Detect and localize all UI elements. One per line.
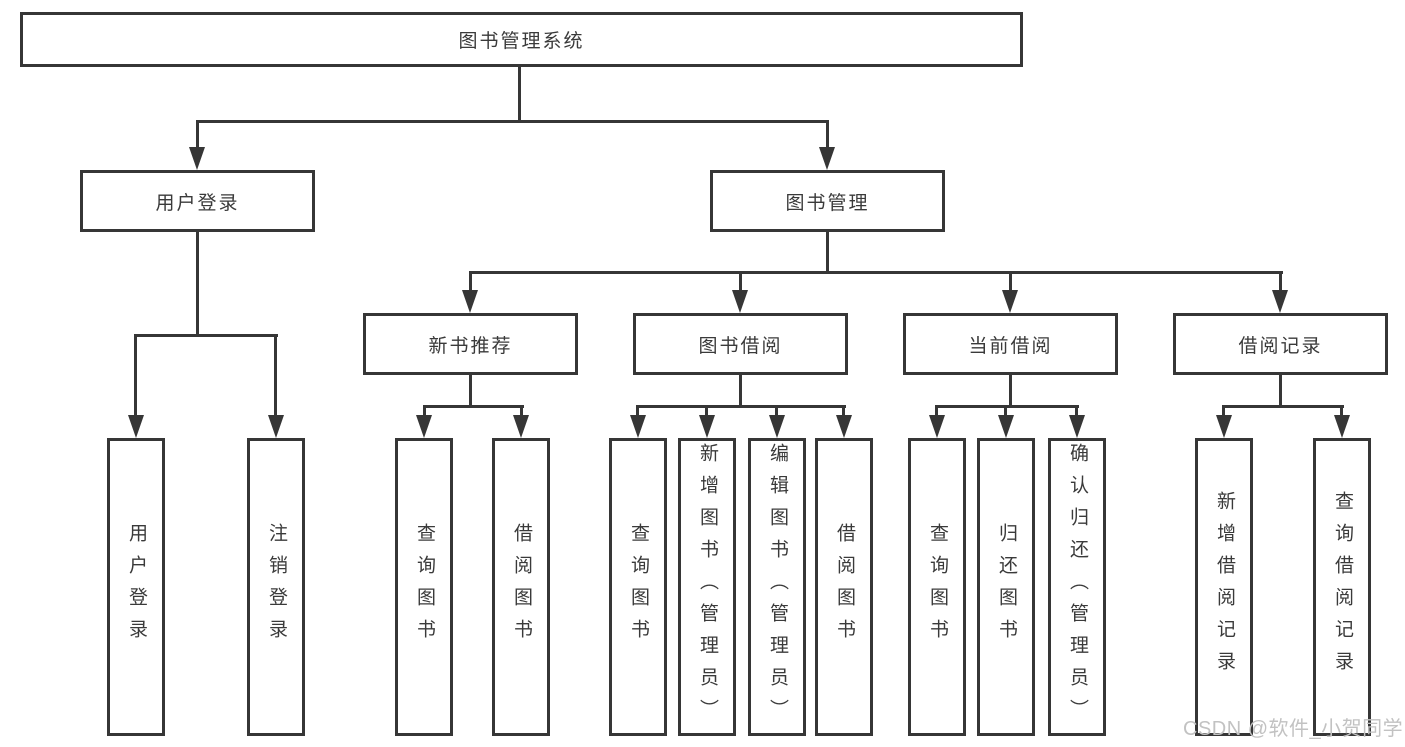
arrow-down-icon [699, 415, 715, 438]
connector-drop [935, 405, 938, 419]
connector-user-login-stem [196, 231, 199, 337]
leaf-query-books-borrow: 查询图书 [609, 438, 667, 736]
arrow-down-icon [732, 290, 748, 313]
connector-drop [423, 405, 426, 419]
arrow-down-icon [1272, 290, 1288, 313]
connector-drop-leaf-user-login [134, 334, 137, 416]
arrow-down-icon [819, 147, 835, 170]
node-borrow-records: 借阅记录 [1173, 313, 1388, 375]
connector-drop [1004, 405, 1007, 419]
leaf-query-borrow-record: 查询借阅记录 [1313, 438, 1371, 736]
connector-book-borrow-stem [739, 374, 742, 408]
arrow-down-icon [1069, 415, 1085, 438]
connector-drop-user-login [196, 120, 199, 150]
arrow-down-icon [189, 147, 205, 170]
arrow-down-icon [268, 415, 284, 438]
arrow-down-icon [416, 415, 432, 438]
arrow-down-icon [513, 415, 529, 438]
arrow-down-icon [929, 415, 945, 438]
leaf-borrow-books: 借阅图书 [815, 438, 873, 736]
leaf-edit-books-admin: 编辑图书（管理员） [748, 438, 806, 736]
arrow-down-icon [998, 415, 1014, 438]
connector-borrow-records-rail [1222, 405, 1344, 408]
connector-drop-new-book-recommend [469, 271, 472, 293]
leaf-return-books: 归还图书 [977, 438, 1035, 736]
node-current-borrow: 当前借阅 [903, 313, 1118, 375]
connector-user-login-rail [134, 334, 278, 337]
connector-drop [705, 405, 708, 419]
connector-drop [636, 405, 639, 419]
connector-new-book-stem [469, 374, 472, 408]
connector-current-borrow-stem [1009, 374, 1012, 408]
connector-new-book-rail [423, 405, 524, 408]
connector-drop-borrow-records [1279, 271, 1282, 293]
arrow-down-icon [1002, 290, 1018, 313]
connector-drop [1075, 405, 1078, 419]
connector-drop-leaf-logout [274, 334, 277, 416]
connector-drop [775, 405, 778, 419]
connector-drop [842, 405, 845, 419]
connector-drop-book-management [826, 120, 829, 150]
arrow-down-icon [630, 415, 646, 438]
arrow-down-icon [1334, 415, 1350, 438]
connector-borrow-records-stem [1279, 374, 1282, 408]
connector-drop-current-borrow [1009, 271, 1012, 293]
csdn-watermark: CSDN @软件_小贺同学 [1183, 718, 1404, 740]
node-new-book-recommend: 新书推荐 [363, 313, 578, 375]
connector-drop-book-borrow [739, 271, 742, 293]
connector-drop [520, 405, 523, 419]
node-book-management: 图书管理 [710, 170, 945, 232]
connector-book-management-rail [469, 271, 1283, 274]
node-user-login: 用户登录 [80, 170, 315, 232]
connector-root-stem [518, 66, 521, 122]
connector-current-borrow-rail [935, 405, 1079, 408]
leaf-query-books-current: 查询图书 [908, 438, 966, 736]
leaf-query-books-recommend: 查询图书 [395, 438, 453, 736]
leaf-add-books-admin: 新增图书（管理员） [678, 438, 736, 736]
arrow-down-icon [462, 290, 478, 313]
connector-drop [1340, 405, 1343, 419]
arrow-down-icon [1216, 415, 1232, 438]
arrow-down-icon [836, 415, 852, 438]
leaf-borrow-books-recommend: 借阅图书 [492, 438, 550, 736]
node-root-library-system: 图书管理系统 [20, 12, 1023, 67]
arrow-down-icon [769, 415, 785, 438]
connector-book-borrow-rail [636, 405, 846, 408]
leaf-confirm-return-admin: 确认归还（管理员） [1048, 438, 1106, 736]
leaf-add-borrow-record: 新增借阅记录 [1195, 438, 1253, 736]
leaf-logout: 注销登录 [247, 438, 305, 736]
leaf-user-login: 用户登录 [107, 438, 165, 736]
connector-root-rail [196, 120, 829, 123]
node-book-borrow: 图书借阅 [633, 313, 848, 375]
connector-book-management-stem [826, 231, 829, 274]
arrow-down-icon [128, 415, 144, 438]
connector-drop [1222, 405, 1225, 419]
